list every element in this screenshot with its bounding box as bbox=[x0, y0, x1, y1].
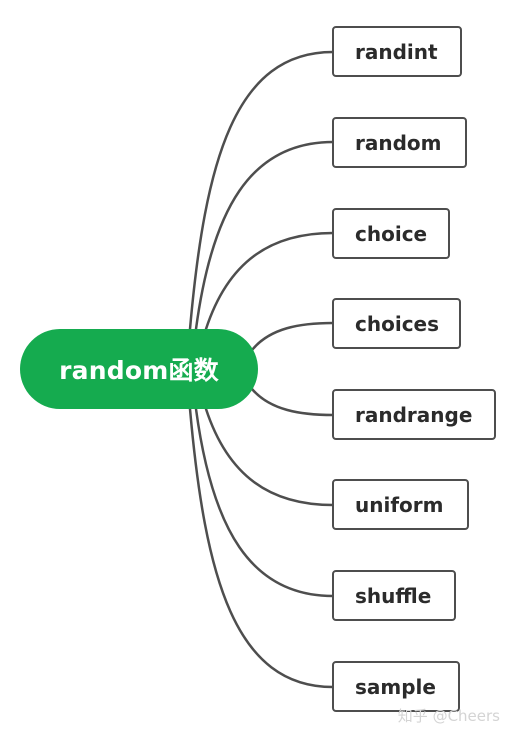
connector-sample bbox=[188, 407, 335, 689]
node-label: uniform bbox=[355, 492, 444, 517]
node-shuffle: shuffle bbox=[332, 570, 456, 621]
connector-choices bbox=[250, 321, 335, 352]
node-label: randint bbox=[355, 39, 438, 64]
node-uniform: uniform bbox=[332, 479, 469, 530]
node-label: shuffle bbox=[355, 583, 432, 608]
connector-choice bbox=[204, 231, 335, 331]
connector-randint bbox=[188, 50, 335, 331]
root-label: random函数 bbox=[59, 356, 219, 385]
connector-randrange bbox=[250, 387, 335, 417]
node-label: randrange bbox=[355, 402, 473, 427]
watermark: 知乎 @Cheers bbox=[397, 707, 500, 725]
node-choices: choices bbox=[332, 298, 461, 349]
node-label: random bbox=[355, 130, 442, 155]
node-sample: sample bbox=[332, 661, 460, 712]
node-random: random bbox=[332, 117, 467, 168]
node-label: sample bbox=[355, 674, 436, 699]
connector-random bbox=[194, 140, 335, 331]
root-node: random函数 bbox=[20, 329, 258, 409]
connector-shuffle bbox=[194, 407, 335, 598]
node-choice: choice bbox=[332, 208, 450, 259]
connector-uniform bbox=[204, 407, 335, 507]
node-randint: randint bbox=[332, 26, 462, 77]
node-label: choices bbox=[355, 311, 440, 336]
node-randrange: randrange bbox=[332, 389, 496, 440]
node-label: choice bbox=[355, 221, 428, 246]
